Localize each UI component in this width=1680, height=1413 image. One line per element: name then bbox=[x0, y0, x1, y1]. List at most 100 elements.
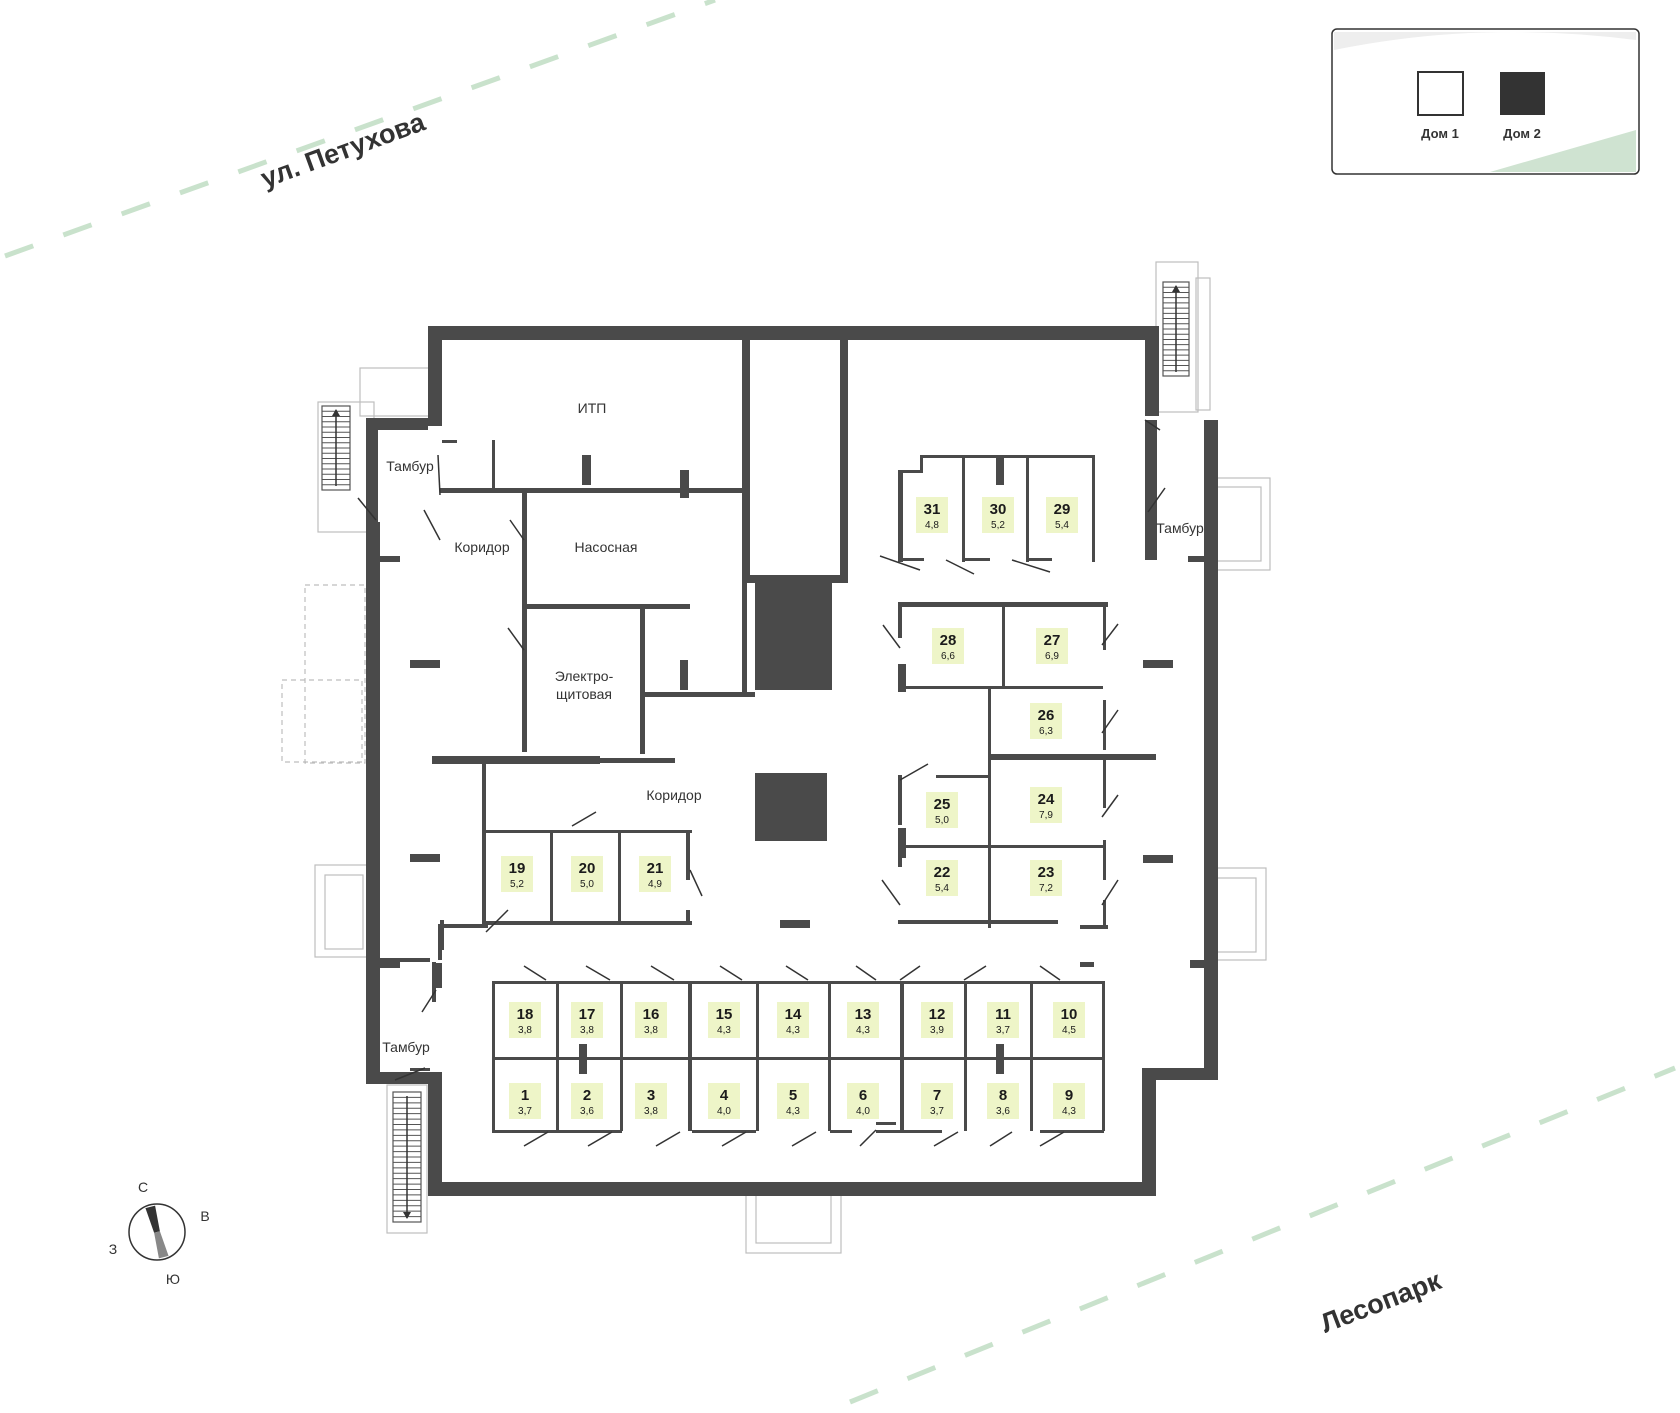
storage-area: 6,9 bbox=[1045, 651, 1059, 662]
storage-cell-bg bbox=[932, 628, 964, 664]
storage-area: 4,0 bbox=[717, 1106, 731, 1117]
storage-number: 14 bbox=[785, 1006, 802, 1023]
storage-area: 5,2 bbox=[991, 520, 1005, 531]
storage-cell-bg bbox=[982, 497, 1014, 533]
storage-number: 5 bbox=[789, 1087, 797, 1104]
storage-number: 10 bbox=[1061, 1006, 1078, 1023]
interior-walls bbox=[370, 340, 1208, 1133]
room-label-vestibule-ne: Тамбур bbox=[1156, 520, 1204, 536]
storage-cell-bg bbox=[777, 1083, 809, 1119]
compass-west: З bbox=[109, 1241, 117, 1257]
storage-cell-bg bbox=[921, 1002, 953, 1038]
storage-area: 4,3 bbox=[1062, 1106, 1076, 1117]
street-label-north: ул. Петухова bbox=[257, 106, 430, 193]
storage-number: 3 bbox=[647, 1087, 655, 1104]
storage-cell-bg bbox=[501, 856, 533, 892]
storage-area: 3,6 bbox=[996, 1106, 1010, 1117]
room-label-corridor-upper: Коридор bbox=[454, 539, 510, 555]
storage-number: 8 bbox=[999, 1087, 1007, 1104]
room-label-itp: ИТП bbox=[578, 400, 607, 416]
room-label-elec-line1: Электро- bbox=[555, 668, 614, 684]
storage-area: 3,7 bbox=[518, 1106, 532, 1117]
storage-number: 21 bbox=[647, 860, 664, 877]
storage-cell-bg bbox=[987, 1083, 1019, 1119]
storage-area: 4,5 bbox=[1062, 1025, 1076, 1036]
storage-cell-bg bbox=[1030, 787, 1062, 823]
storage-cell-bg bbox=[921, 1083, 953, 1119]
storage-number: 6 bbox=[859, 1087, 867, 1104]
storage-area: 5,0 bbox=[935, 815, 949, 826]
storage-cell-bg bbox=[847, 1083, 879, 1119]
storage-number: 28 bbox=[940, 632, 957, 649]
storage-area: 7,9 bbox=[1039, 810, 1053, 821]
storage-number: 23 bbox=[1038, 864, 1055, 881]
legend-label-house1: Дом 1 bbox=[1421, 126, 1459, 141]
storage-cell-bg bbox=[708, 1083, 740, 1119]
outer-walls bbox=[366, 326, 1218, 1196]
storage-cell-bg bbox=[1053, 1083, 1085, 1119]
storage-area: 3,7 bbox=[996, 1025, 1010, 1036]
storage-area: 3,7 bbox=[930, 1106, 944, 1117]
storage-cell-bg bbox=[1030, 860, 1062, 896]
storage-number: 15 bbox=[716, 1006, 733, 1023]
storage-area: 3,8 bbox=[518, 1025, 532, 1036]
storage-number: 18 bbox=[517, 1006, 534, 1023]
storage-number: 13 bbox=[855, 1006, 872, 1023]
storage-area: 3,6 bbox=[580, 1106, 594, 1117]
storage-number: 29 bbox=[1054, 501, 1071, 518]
legend-swatch-house2 bbox=[1500, 72, 1545, 115]
storage-number: 4 bbox=[720, 1087, 729, 1104]
storage-number: 16 bbox=[643, 1006, 660, 1023]
storage-number: 25 bbox=[934, 796, 951, 813]
storage-area: 4,8 bbox=[925, 520, 939, 531]
storage-area: 5,2 bbox=[510, 879, 524, 890]
compass-south: Ю bbox=[166, 1271, 180, 1287]
storage-cell-bg bbox=[639, 856, 671, 892]
storage-area: 6,3 bbox=[1039, 726, 1053, 737]
storage-number: 24 bbox=[1038, 791, 1055, 808]
storage-number: 9 bbox=[1065, 1087, 1073, 1104]
storage-area: 4,0 bbox=[856, 1106, 870, 1117]
street-label-south: Лесопарк bbox=[1316, 1265, 1445, 1338]
stairs bbox=[321, 281, 1190, 1223]
storage-cell-bg bbox=[777, 1002, 809, 1038]
legend-label-house2: Дом 2 bbox=[1503, 126, 1541, 141]
storage-cell-bg bbox=[916, 497, 948, 533]
room-label-pump: Насосная bbox=[575, 539, 638, 555]
storage-area: 5,4 bbox=[935, 883, 949, 894]
storage-area: 4,9 bbox=[648, 879, 662, 890]
door-lines bbox=[357, 419, 1166, 1147]
storage-area: 4,3 bbox=[856, 1025, 870, 1036]
storage-number: 2 bbox=[583, 1087, 591, 1104]
storage-cell-bg bbox=[847, 1002, 879, 1038]
storage-area: 3,8 bbox=[580, 1025, 594, 1036]
room-label-elec-line2: щитовая bbox=[556, 686, 612, 702]
storage-area: 3,8 bbox=[644, 1106, 658, 1117]
legend: Дом 1 Дом 2 bbox=[1331, 28, 1640, 175]
storage-area: 5,4 bbox=[1055, 520, 1069, 531]
storage-cell-bg bbox=[635, 1083, 667, 1119]
street-path-north bbox=[4, 0, 716, 259]
room-label-vestibule-nw: Тамбур bbox=[386, 458, 434, 474]
compass: С В Ю З bbox=[109, 1179, 210, 1287]
storage-cell-bg bbox=[987, 1002, 1019, 1038]
storage-cell-bg bbox=[571, 856, 603, 892]
storage-number: 27 bbox=[1044, 632, 1061, 649]
storage-number: 1 bbox=[521, 1087, 529, 1104]
storage-number: 30 bbox=[990, 501, 1007, 518]
storage-cell-bg bbox=[708, 1002, 740, 1038]
compass-needle-icon bbox=[145, 1205, 160, 1233]
compass-east: В bbox=[200, 1208, 209, 1224]
storage-cell-bg bbox=[1036, 628, 1068, 664]
storage-cell-bg bbox=[571, 1002, 603, 1038]
forest-path-south bbox=[849, 1065, 1676, 1405]
storage-number: 26 bbox=[1038, 707, 1055, 724]
storage-cell-bg bbox=[926, 860, 958, 896]
storage-area: 4,3 bbox=[786, 1106, 800, 1117]
storage-area: 7,2 bbox=[1039, 883, 1053, 894]
storage-number: 19 bbox=[509, 860, 526, 877]
storage-cell-bg bbox=[1053, 1002, 1085, 1038]
legend-swatch-house1 bbox=[1417, 71, 1464, 116]
storage-number: 17 bbox=[579, 1006, 596, 1023]
